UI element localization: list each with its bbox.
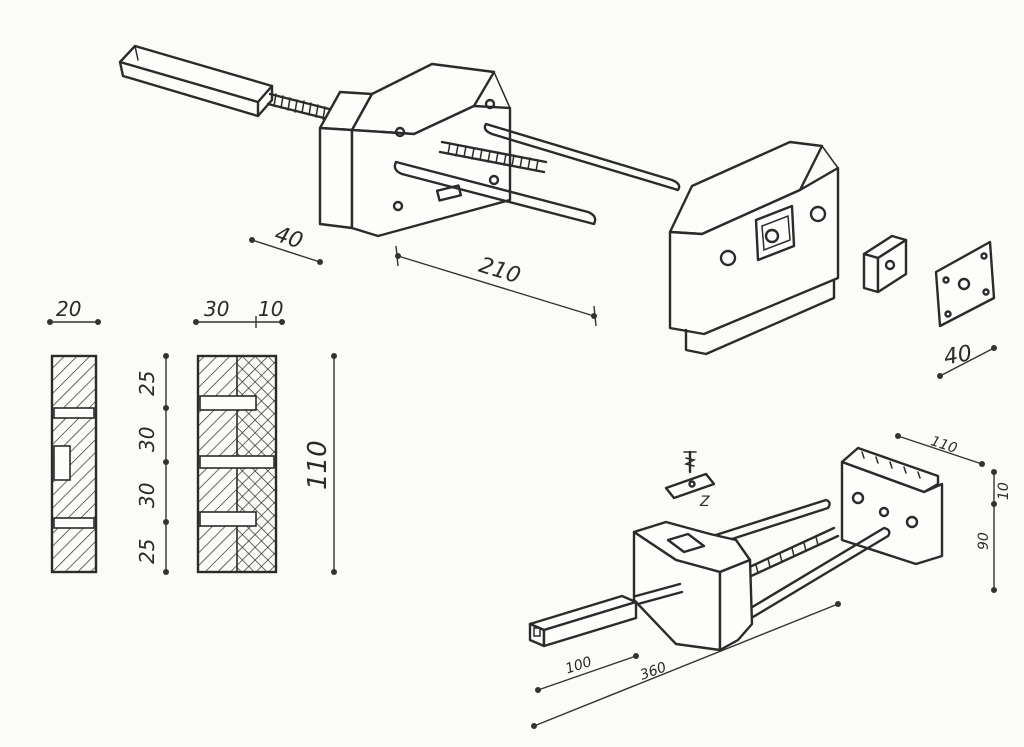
lead-screw-center: [438, 140, 548, 174]
dim-bottom-height: 10 90: [976, 469, 1012, 593]
cross-section-views: 20 30 10 25 30 30 25 110: [47, 297, 337, 575]
dim-top-length: 210: [395, 245, 597, 327]
assembled-rods: [698, 498, 891, 622]
dim-label-30-upper: 30: [135, 427, 159, 452]
dim-label-bottom-360: 360: [638, 659, 669, 683]
square-nut: [862, 234, 908, 294]
dim-label-25-bottom: 25: [135, 539, 159, 564]
dim-label-25-top: 25: [135, 371, 159, 396]
dim-label-bottom-10: 10: [996, 482, 1012, 500]
guide-rods: [393, 122, 681, 226]
fixed-jaw: [668, 140, 840, 356]
assembled-moving-jaw: [632, 520, 754, 652]
handle: [118, 44, 274, 118]
screw-label: Z: [699, 494, 710, 510]
dim-label-30-lower: 30: [135, 483, 159, 508]
dim-label-110: 110: [303, 440, 333, 490]
section-a: 20: [47, 297, 101, 574]
dim-label-bottom-100: 100: [563, 654, 593, 678]
dim-label-plate-40: 40: [942, 341, 974, 370]
dim-top-depth: 40: [249, 222, 323, 265]
dim-bottom-handle: 100: [535, 653, 639, 693]
dim-label-30: 30: [204, 297, 229, 321]
assembled-handle: [528, 582, 684, 648]
dim-label-20: 20: [56, 297, 81, 321]
assembled-fixed-jaw: [840, 446, 944, 566]
dim-label-bottom-90: 90: [976, 532, 992, 550]
wood-screw: Z: [664, 450, 716, 510]
dim-plate-width: 40: [937, 341, 997, 379]
dim-bottom-width: 110: [895, 433, 985, 467]
exploded-assembly-view: 40 210 40: [118, 44, 997, 379]
assembled-view: Z: [528, 433, 1012, 729]
dim-label-bottom-110: 110: [929, 433, 959, 457]
dim-label-10: 10: [258, 297, 283, 321]
dim-label-210: 210: [476, 253, 523, 289]
dim-label-40: 40: [271, 222, 305, 254]
square-plate: [934, 240, 996, 328]
section-b: 30 10 25 30 30 25 110: [135, 297, 337, 575]
